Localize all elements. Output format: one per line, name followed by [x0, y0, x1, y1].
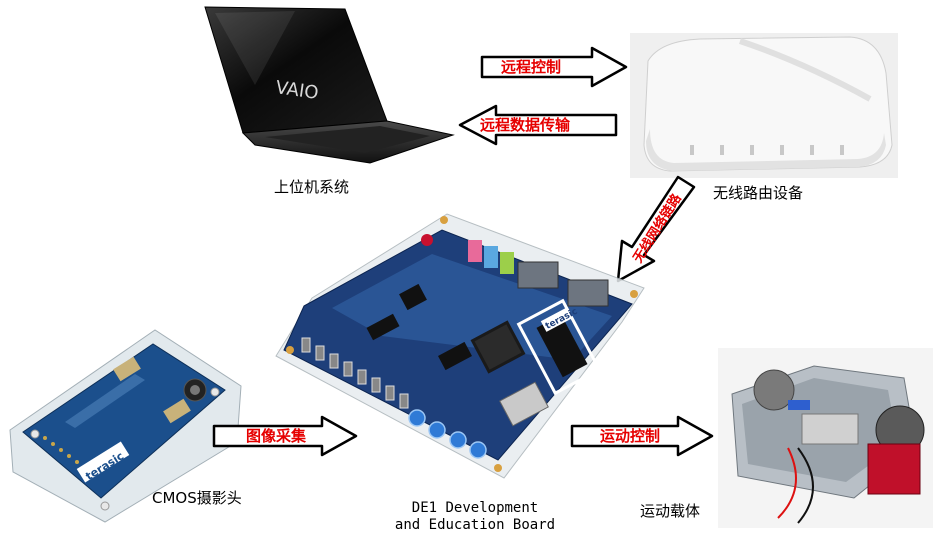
image-capture-arrow: [212, 415, 358, 457]
image-capture-label: 图像采集: [246, 427, 307, 445]
motion-control-label: 运动控制: [600, 427, 661, 445]
wireless-link-arrow: [616, 175, 696, 283]
vehicle-image: [718, 348, 933, 528]
router-image: [630, 33, 898, 178]
board-label-line1: DE1 Development: [411, 500, 539, 516]
board-label: DE1 Development and Education Board: [376, 500, 574, 534]
camera-label: CMOS摄影头: [152, 489, 242, 507]
remote-data-arrow: [458, 104, 618, 146]
router-label: 无线路由设备: [713, 184, 804, 202]
laptop-image: VAIO: [204, 6, 455, 164]
motion-control-arrow: [570, 415, 714, 457]
remote-control-arrow: [480, 46, 628, 88]
vehicle-label: 运动载体: [640, 502, 701, 520]
board-label-line2: and Education Board: [394, 517, 556, 533]
laptop-label: 上位机系统: [274, 178, 350, 196]
board-image: terasic: [275, 213, 645, 479]
remote-control-label: 远程控制: [501, 58, 562, 76]
camera-image: terasic: [9, 329, 242, 523]
remote-data-label: 远程数据传输: [480, 116, 571, 134]
